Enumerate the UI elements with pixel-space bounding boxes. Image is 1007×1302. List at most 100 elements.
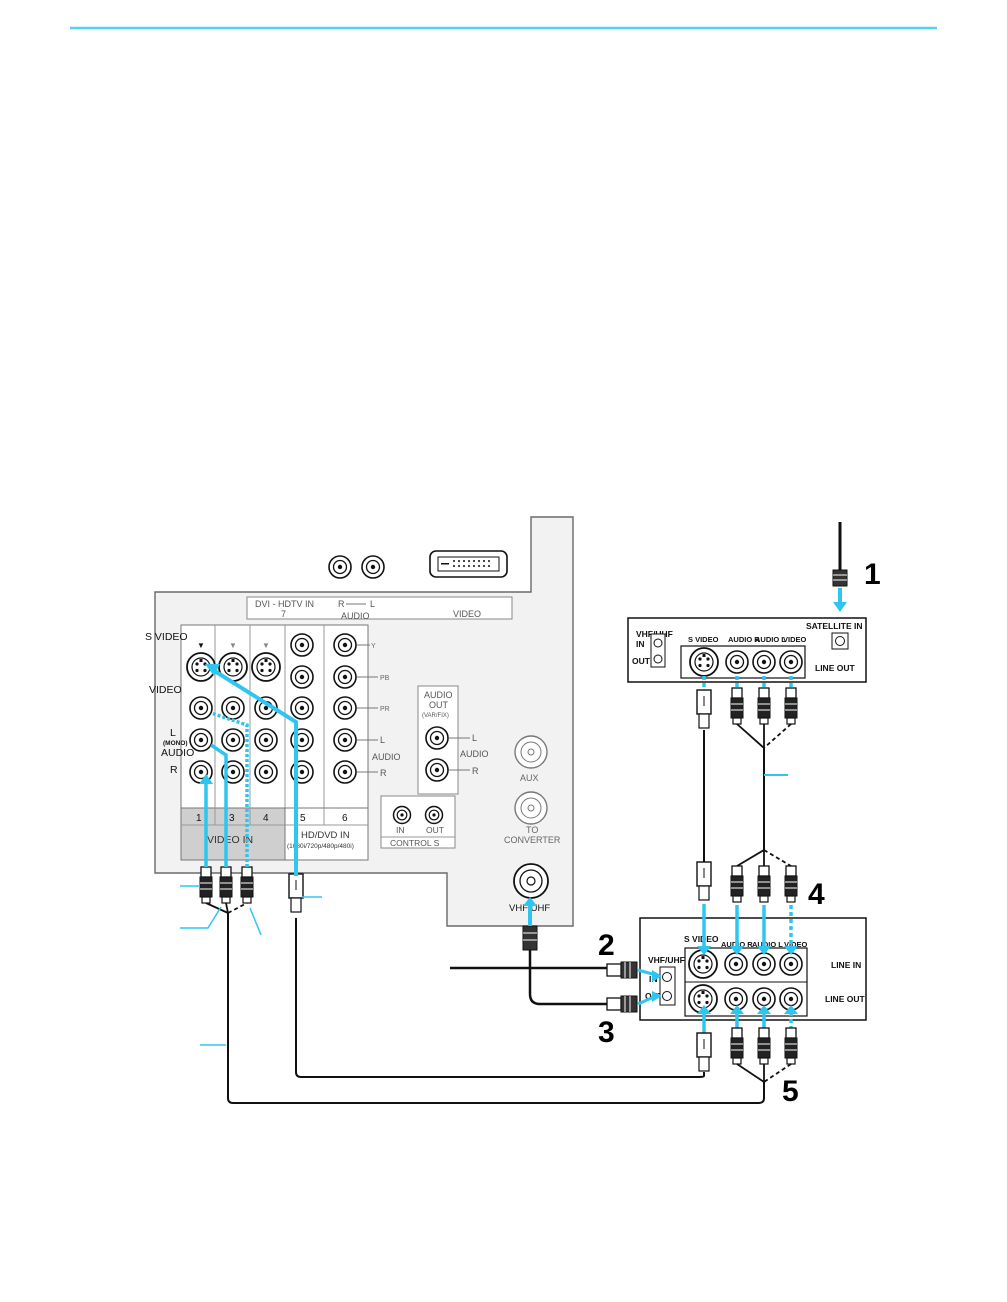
hd6-audio-r-jack[interactable] — [333, 760, 357, 784]
dvi-audio-r-jack[interactable] — [328, 555, 352, 579]
to-label: TO — [526, 825, 538, 835]
audio-out-label-2: OUT — [429, 700, 449, 710]
sat-video-jack[interactable] — [779, 650, 803, 674]
vcr-s-video-label: S VIDEO — [684, 934, 719, 944]
audio-out-audio-label: AUDIO — [460, 749, 489, 759]
video-in-label: VIDEO IN — [207, 834, 253, 846]
sat-s-video-jack[interactable] — [689, 647, 719, 677]
video4-s-video-jack[interactable] — [251, 652, 281, 682]
cables — [180, 522, 848, 1104]
to-converter-jack[interactable] — [514, 791, 548, 825]
video4-audio-r-jack[interactable] — [254, 760, 278, 784]
svg-text:▼: ▼ — [229, 641, 237, 650]
hd5-pb-jack[interactable] — [290, 665, 314, 689]
audio-label: AUDIO — [161, 747, 194, 759]
var-fix-label: (VAR/FIX) — [422, 713, 449, 719]
vcr-vhf-in-jack[interactable] — [662, 972, 672, 982]
comp-audio-l-label: L — [380, 735, 385, 745]
audio-out-r-label: R — [472, 766, 479, 776]
video1-audio-l-jack[interactable] — [189, 728, 213, 752]
video4-audio-l-jack[interactable] — [254, 728, 278, 752]
hd6-audio-l-jack[interactable] — [333, 728, 357, 752]
svg-text:▼: ▼ — [262, 641, 270, 650]
mono-label: (MONO) — [163, 740, 188, 747]
input-number-3: 3 — [229, 813, 235, 824]
dvi-audio-r-label: R — [338, 599, 345, 609]
vcr-line-in-audio-r-jack[interactable] — [724, 952, 748, 976]
input-number-1: 1 — [196, 813, 202, 824]
vcr-vhf-out-jack[interactable] — [662, 991, 672, 1001]
vcr-vhf-uhf-label: VHF/UHF — [648, 955, 685, 965]
video3-video-jack[interactable] — [221, 696, 245, 720]
audio-out-l-label: L — [472, 733, 477, 743]
sat-audio-l-label: AUDIO L — [755, 635, 786, 644]
input-number-6: 6 — [342, 813, 348, 824]
audio-out-label-1: AUDIO — [424, 690, 453, 700]
hd6-y-jack[interactable] — [333, 633, 357, 657]
s-video-label: S VIDEO — [145, 631, 188, 643]
pr-label: PR — [380, 706, 390, 713]
dvi-video-label: VIDEO — [453, 609, 481, 619]
audio-out-r-jack[interactable] — [425, 758, 449, 782]
input-number-4: 4 — [263, 813, 269, 824]
control-s-label: CONTROL S — [390, 838, 440, 848]
dvi-audio-l-label: L — [370, 599, 375, 609]
sat-line-out-label: LINE OUT — [815, 663, 855, 673]
tv-vhf-uhf-jack[interactable] — [513, 863, 549, 899]
vcr-line-in-audio-l-jack[interactable] — [752, 952, 776, 976]
comp-audio-r-label: R — [380, 768, 387, 778]
sat-audio-r-jack[interactable] — [725, 650, 749, 674]
hd5-y-jack[interactable] — [290, 633, 314, 657]
dvi-number: 7 — [281, 609, 286, 619]
video3-audio-l-jack[interactable] — [221, 728, 245, 752]
vcr-line-in-video-jack[interactable] — [779, 952, 803, 976]
dvi-hdtv-in-label: DVI - HDTV IN — [255, 599, 314, 609]
step-number-5: 5 — [782, 1075, 799, 1108]
sat-vhf-in-jack[interactable] — [653, 638, 663, 648]
sat-s-video-label: S VIDEO — [688, 635, 719, 644]
comp-audio-label: AUDIO — [372, 752, 401, 762]
aux-jack[interactable] — [514, 735, 548, 769]
step-number-4: 4 — [808, 878, 825, 911]
dvi-audio-label: AUDIO — [341, 611, 370, 621]
hd6-pr-jack[interactable] — [333, 696, 357, 720]
satellite-in-label: SATELLITE IN — [806, 621, 863, 631]
audio-r-label: R — [170, 764, 178, 776]
vcr-line-in-label: LINE IN — [831, 960, 861, 970]
input-number-5: 5 — [300, 813, 306, 824]
sat-audio-r-label: AUDIO R — [728, 635, 760, 644]
step-number-1: 1 — [864, 558, 881, 591]
sat-out-label: OUT — [632, 656, 651, 666]
dvi-hdtv-connector[interactable] — [429, 550, 508, 578]
step-number-2: 2 — [598, 929, 615, 962]
sat-audio-l-jack[interactable] — [752, 650, 776, 674]
hd6-pb-jack[interactable] — [333, 665, 357, 689]
sat-vhf-out-jack[interactable] — [653, 654, 663, 664]
control-s-out-label: OUT — [426, 825, 444, 835]
vcr: S VIDEO AUDIO R AUDIO L VIDEO VHF/UHF IN… — [639, 917, 867, 1021]
control-s-out-jack[interactable] — [424, 805, 444, 825]
hd5-pr-jack[interactable] — [290, 696, 314, 720]
satellite-receiver: SATELLITE IN VHF/UHF IN OUT S VIDEO AUDI… — [627, 617, 867, 683]
hd-dvd-modes-label: (1080i/720p/480p/480i) — [287, 843, 354, 850]
y-label: Y — [371, 643, 376, 650]
audio-out-l-jack[interactable] — [425, 726, 449, 750]
vcr-audio-l-label: AUDIO L — [752, 940, 783, 949]
hd-dvd-in-label: HD/DVD IN — [301, 830, 350, 841]
satellite-in-jack[interactable] — [835, 636, 845, 646]
vcr-line-in-s-video-jack[interactable] — [688, 949, 718, 979]
dvi-audio-l-jack[interactable] — [361, 555, 385, 579]
vcr-video-label: VIDEO — [784, 940, 808, 949]
video1-video-jack[interactable] — [189, 696, 213, 720]
sat-in-label: IN — [636, 639, 645, 649]
video-label: VIDEO — [149, 684, 182, 696]
svg-text:▼: ▼ — [197, 641, 205, 650]
vcr-line-out-label: LINE OUT — [825, 994, 865, 1004]
control-s-in-jack[interactable] — [392, 805, 412, 825]
tv-rear-panel: DVI - HDTV IN 7 R L AUDIO VIDEO S VIDEO … — [145, 516, 574, 927]
audio-l-label: L — [170, 727, 176, 739]
converter-label: CONVERTER — [504, 835, 561, 845]
pb-label: PB — [380, 675, 390, 682]
